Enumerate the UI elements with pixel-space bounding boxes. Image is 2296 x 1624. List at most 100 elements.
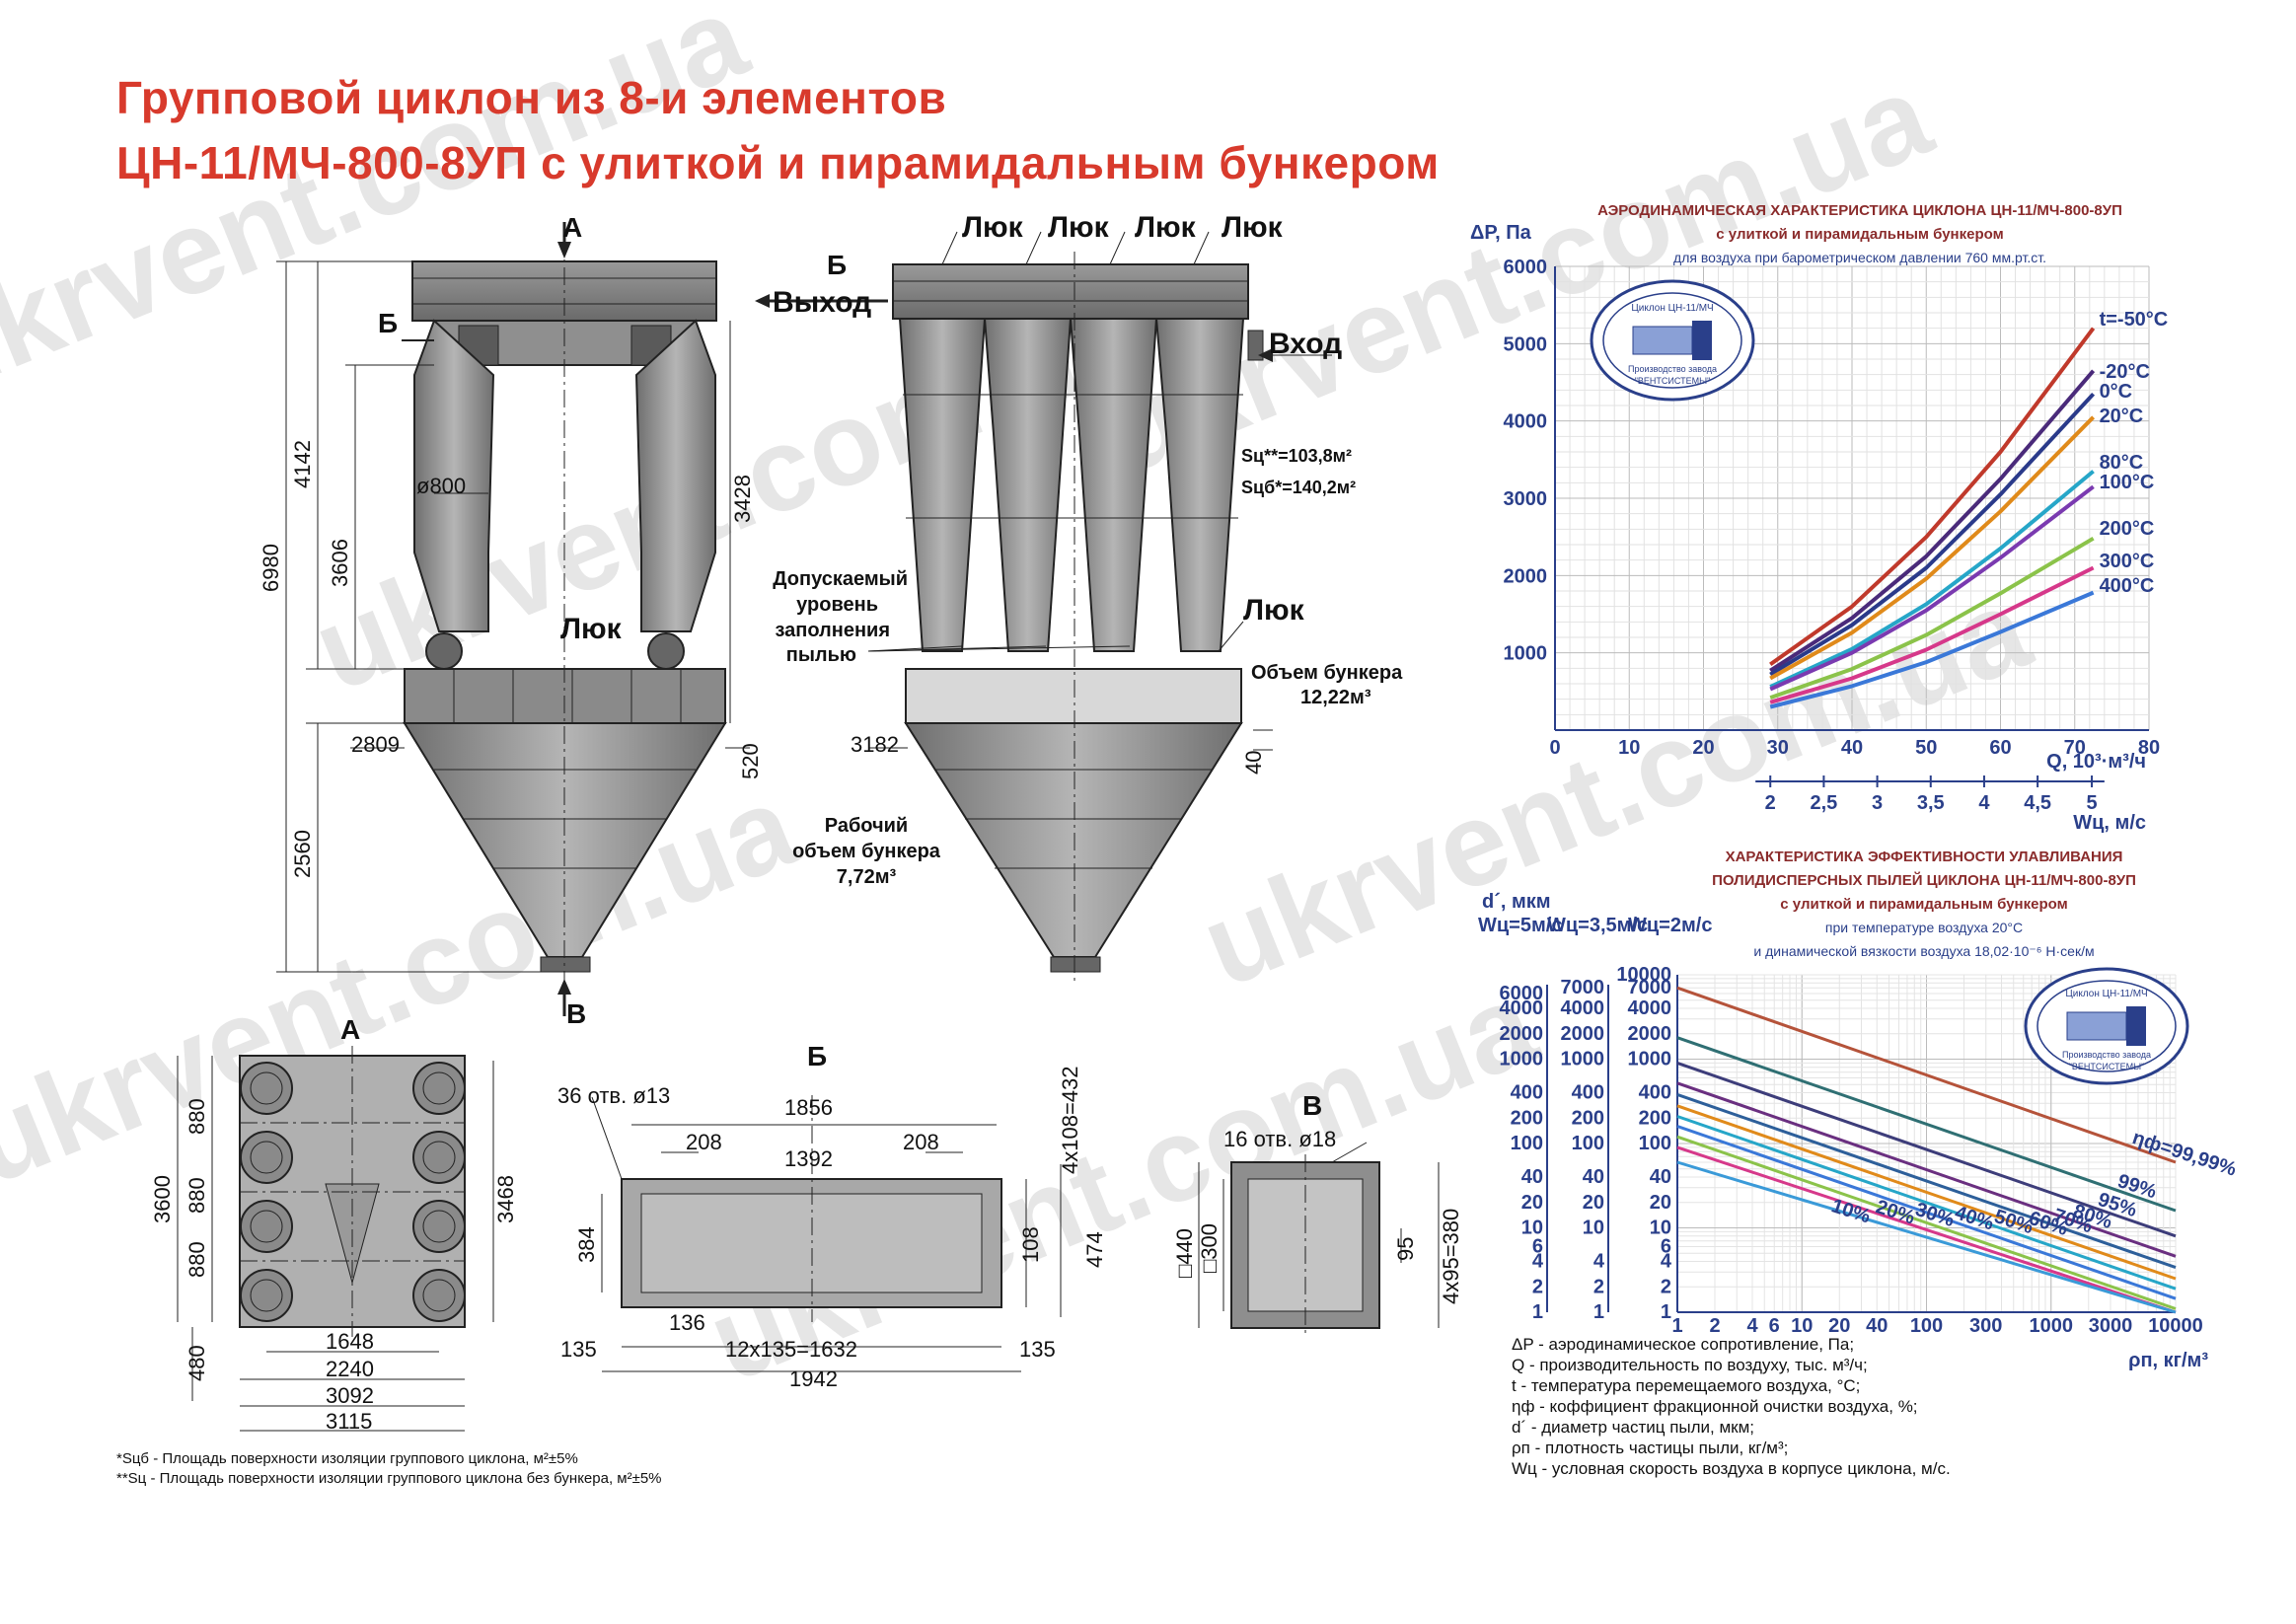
page-title-line2: ЦН-11/МЧ-800-8УП с улиткой и пирамидальн… xyxy=(116,137,1440,188)
series-label: ηф=99,99% xyxy=(2129,1127,2239,1181)
work-volume-2: объем бункера xyxy=(792,841,941,862)
series-line xyxy=(1676,1145,2177,1314)
holes-v: 16 отв. ø18 xyxy=(1223,1127,1336,1151)
x2-tick-label: 4 xyxy=(1978,792,1990,814)
view-a-title: А xyxy=(340,1014,360,1045)
x-tick-label: 50 xyxy=(1915,737,1937,759)
y-tick-label: 4000 xyxy=(1628,997,1672,1019)
x2-tick-label: 3,5 xyxy=(1917,792,1945,814)
x-tick-label: 80 xyxy=(2138,737,2160,759)
y-tick-label-col1: 400 xyxy=(1511,1082,1543,1104)
dust-level-1: Допускаемый xyxy=(773,568,908,590)
y-tick-label: 1 xyxy=(1661,1301,1671,1323)
y-tick-label: 5000 xyxy=(1504,333,1548,355)
y-tick-label-col1: 2 xyxy=(1532,1276,1543,1297)
dim-3115: 3115 xyxy=(326,1409,372,1434)
chart2-ylabel: d´, мкм xyxy=(1482,891,1551,913)
dust-level-2: уровень xyxy=(796,594,878,616)
y-tick-label-col2: 40 xyxy=(1583,1166,1604,1188)
dim-95: 95 xyxy=(1393,1237,1418,1261)
outlet-label: Выход xyxy=(773,286,871,319)
chart2-ylabel-col2: Wц=3,5м/с xyxy=(1547,915,1648,936)
y-tick-label: 7000 xyxy=(1628,977,1672,998)
stamp-text-3: "ВЕНТСИСТЕМЫ" xyxy=(1635,376,1711,386)
series-label: 80°C xyxy=(2100,452,2144,474)
dim-135-2: 135 xyxy=(1019,1337,1056,1362)
dim-4x108: 4x108=432 xyxy=(1058,1067,1082,1175)
view-v-labels: В 16 отв. ø18 □440 □300 95 4x95=380 xyxy=(1172,1090,1463,1304)
y-tick-label: 4 xyxy=(1661,1251,1672,1273)
dim-4x95: 4x95=380 xyxy=(1439,1209,1463,1304)
dim-40: 40 xyxy=(1241,751,1266,775)
x-tick-label: 70 xyxy=(2064,737,2086,759)
series-label: 200°C xyxy=(2100,518,2155,540)
page-title-line1: Групповой циклон из 8-и элементов xyxy=(116,72,947,123)
dim-3600: 3600 xyxy=(150,1175,175,1223)
chart1-x2label: Wц, м/с xyxy=(2073,812,2146,834)
stamp-text-1: Циклон ЦН-11/МЧ xyxy=(1631,303,1713,314)
y-tick-label-col1: 20 xyxy=(1521,1192,1543,1214)
dim-208-2: 208 xyxy=(903,1130,939,1154)
stamp-logo-2: Циклон ЦН-11/МЧ Производство завода "ВЕН… xyxy=(2024,967,2189,1085)
x-tick-label: 10 xyxy=(1791,1315,1813,1337)
chart1-subtitle: с улиткой и пирамидальным бункером xyxy=(1716,226,2003,243)
series-line xyxy=(1769,484,2095,692)
chart2-ylabel-col1: Wц=5м/с xyxy=(1478,915,1562,936)
dim-3182: 3182 xyxy=(851,732,899,757)
legend-item: t - температура перемещаемого воздуха, °… xyxy=(1512,1376,1861,1395)
dim-384: 384 xyxy=(574,1226,599,1263)
area-label-1: Sц**=103,8м² xyxy=(1241,446,1352,466)
series-label: -20°C xyxy=(2100,361,2150,383)
dim-880-1: 880 xyxy=(185,1098,209,1135)
x-tick-label: 0 xyxy=(1549,737,1560,759)
x-tick-label: 20 xyxy=(1828,1315,1850,1337)
series-line xyxy=(1676,1061,2177,1238)
y-tick-label: 6000 xyxy=(1504,257,1548,278)
y-tick-label: 2000 xyxy=(1504,565,1548,587)
y-tick-label-col1: 4 xyxy=(1532,1251,1544,1273)
dim-3606: 3606 xyxy=(328,539,352,587)
dim-6980: 6980 xyxy=(259,544,283,592)
hatch-label-low: Люк xyxy=(1243,594,1305,627)
y-tick-label: 10000 xyxy=(1616,964,1671,986)
stamp2-text-2: Производство завода xyxy=(2062,1050,2151,1060)
y-tick-label: 1000 xyxy=(1628,1049,1672,1070)
x-tick-label: 10000 xyxy=(2148,1315,2203,1337)
y-tick-label: 3000 xyxy=(1504,488,1548,510)
dust-level-4: пылью xyxy=(786,644,856,666)
y-tick-label: 100 xyxy=(1639,1133,1671,1154)
y-tick-label-col2: 100 xyxy=(1572,1133,1604,1154)
view-b xyxy=(591,1095,1062,1372)
dim-1648: 1648 xyxy=(326,1329,374,1354)
legend-item: ρп - плотность частицы пыли, кг/м³; xyxy=(1512,1439,1789,1457)
x-tick-label: 2 xyxy=(1709,1315,1720,1337)
series-label: 0°C xyxy=(2100,381,2133,403)
hatch-label: Люк xyxy=(560,613,623,645)
stamp-text-2: Производство завода xyxy=(1628,364,1717,374)
legend-item: ηф - коффициент фракционной очистки возд… xyxy=(1512,1397,1918,1416)
y-tick-label-col1: 200 xyxy=(1511,1107,1543,1129)
work-volume-1: Рабочий xyxy=(825,815,908,837)
series-line xyxy=(1676,1092,2177,1270)
y-tick-label-col2: 200 xyxy=(1572,1107,1604,1129)
y-tick-label-col1: 2000 xyxy=(1500,1023,1544,1045)
legend-item: Q - производительность по воздуху, тыс. … xyxy=(1512,1356,1868,1374)
x-tick-label: 1000 xyxy=(2030,1315,2074,1337)
x-tick-label: 40 xyxy=(1841,737,1863,759)
view-v-marker: В xyxy=(566,998,586,1029)
dim-2560: 2560 xyxy=(290,830,315,878)
y-tick-label-col1: 6 xyxy=(1532,1235,1543,1257)
x2-tick-label: 3 xyxy=(1872,792,1883,814)
x-tick-label: 30 xyxy=(1767,737,1789,759)
y-tick-label-col1: 1 xyxy=(1532,1301,1543,1323)
chart2-ylabel-col3: Wц=2м/с xyxy=(1628,915,1712,936)
hatch-label-2: Люк xyxy=(1048,211,1110,244)
series-line xyxy=(1769,565,2095,704)
footnote-2: **Sц - Площадь поверхности изоляции груп… xyxy=(116,1470,662,1487)
series-label: 100°C xyxy=(2100,472,2155,493)
series-line xyxy=(1676,986,2177,1164)
hatch-label-4: Люк xyxy=(1222,211,1284,244)
